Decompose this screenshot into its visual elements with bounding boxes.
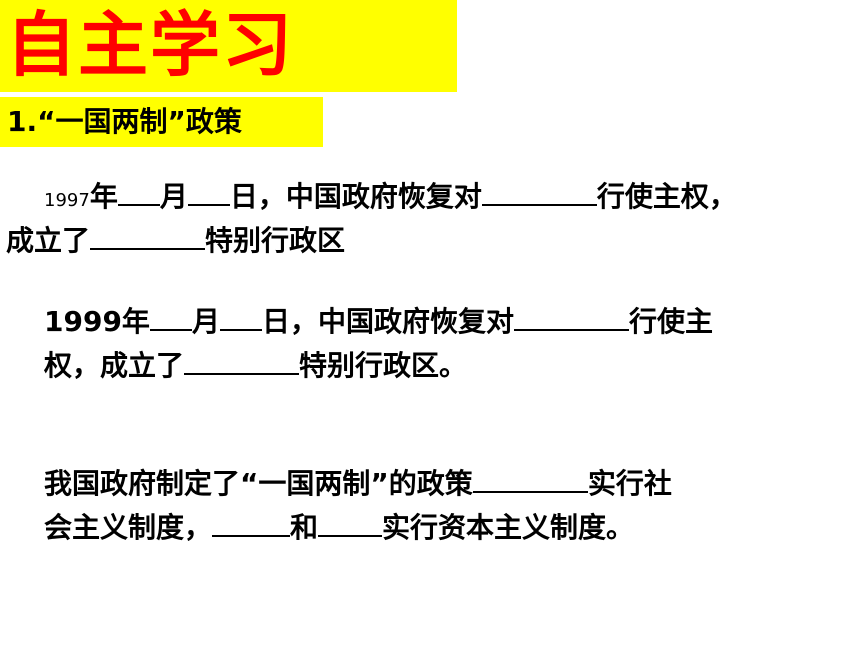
fill-blank-sar[interactable]: [90, 226, 206, 250]
fill-blank-region-a[interactable]: [212, 513, 291, 537]
text-segment: 我国政府制定了“一国两制”的政策: [44, 467, 473, 500]
section-heading-highlight: [0, 97, 323, 147]
year-1997: 1997: [44, 190, 90, 211]
text-segment: 日，中国政府恢复对: [229, 180, 482, 213]
text-segment: 实行社: [587, 467, 672, 500]
fill-blank-region[interactable]: [513, 307, 629, 331]
fill-blank-month[interactable]: [149, 307, 192, 331]
fill-blank-day[interactable]: [219, 307, 262, 331]
paragraph-1-line-1: 1997年 月 日，中国政府恢复对 行使主权，: [44, 175, 737, 223]
text-segment: 日，中国政府恢复对: [261, 305, 514, 338]
text-segment: 特别行政区: [205, 224, 346, 257]
section-heading: 1.“一国两制”政策: [0, 97, 323, 147]
fill-blank-region-b[interactable]: [318, 513, 383, 537]
text-segment: 年: [89, 180, 118, 213]
text-segment: 月: [191, 305, 220, 338]
fill-blank-sar[interactable]: [184, 351, 300, 375]
text-segment: 和: [290, 511, 319, 544]
title-banner: 自主学习: [0, 0, 457, 92]
text-segment: 会主义制度，: [44, 511, 213, 544]
paragraph-2-line-2: 权，成立了 特别行政区。: [44, 344, 467, 388]
fill-blank-day[interactable]: [187, 182, 230, 206]
paragraph-3-line-2: 会主义制度， 和 实行资本主义制度。: [44, 506, 634, 550]
text-segment: 实行资本主义制度。: [382, 511, 635, 544]
text-segment: 成立了: [6, 224, 91, 257]
text-segment: 行使主权，: [596, 180, 737, 213]
paragraph-3-line-1: 我国政府制定了“一国两制”的政策 实行社: [44, 462, 672, 506]
text-segment: 权，成立了: [44, 349, 185, 382]
text-segment: 行使主: [628, 305, 713, 338]
paragraph-2-line-1: 1999年 月 日，中国政府恢复对 行使主: [44, 300, 713, 344]
paragraph-1-line-2: 成立了 特别行政区: [6, 219, 345, 263]
section-heading-text: 1.“一国两制”政策: [7, 105, 242, 138]
text-segment: 特别行政区。: [299, 349, 468, 382]
text-segment: 1999年: [44, 305, 150, 338]
fill-blank-mainland[interactable]: [472, 469, 588, 493]
page-title: 自主学习: [6, 4, 294, 86]
fill-blank-month[interactable]: [117, 182, 160, 206]
text-segment: 月: [159, 180, 188, 213]
fill-blank-region[interactable]: [481, 182, 597, 206]
